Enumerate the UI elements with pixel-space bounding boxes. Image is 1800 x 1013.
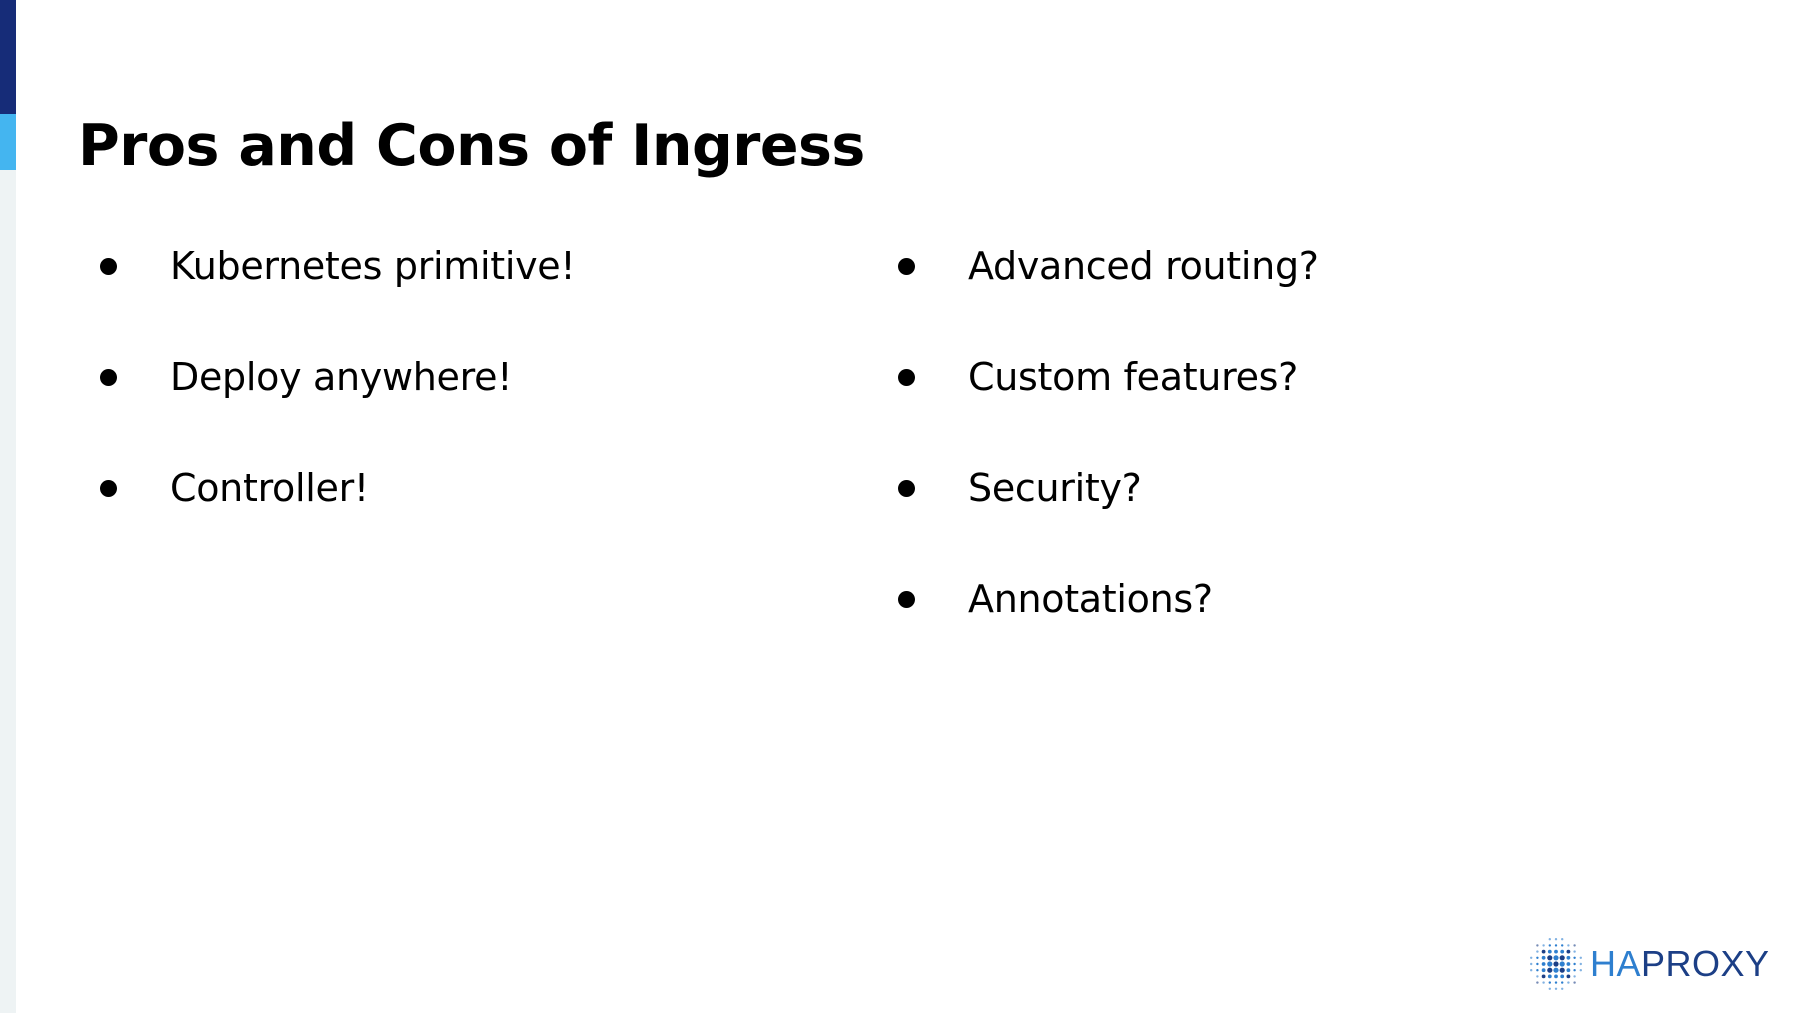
pros-item-text: Controller! xyxy=(170,466,369,510)
logo-dot xyxy=(1547,961,1553,967)
slide-title: Pros and Cons of Ingress xyxy=(78,113,865,179)
bullet-icon xyxy=(100,258,117,275)
cons-list: Advanced routing? Custom features? Secur… xyxy=(898,228,1319,672)
logo-dot xyxy=(1573,962,1576,966)
logo-dot xyxy=(1547,955,1553,961)
logo-wordmark-accent: HA xyxy=(1590,943,1642,984)
bullet-icon xyxy=(898,591,915,608)
cons-list-item: Custom features? xyxy=(898,339,1319,450)
haproxy-logo: HAPROXY xyxy=(1526,934,1770,994)
logo-dot xyxy=(1566,962,1571,966)
accent-bar-dark-segment xyxy=(0,0,16,114)
logo-dot xyxy=(1553,955,1559,961)
logo-dot xyxy=(1559,955,1565,961)
logo-dot xyxy=(1541,955,1546,960)
logo-dot xyxy=(1536,950,1539,953)
logo-dot xyxy=(1566,974,1571,979)
logo-dot xyxy=(1579,962,1582,966)
logo-dot xyxy=(1560,974,1565,979)
logo-dot xyxy=(1567,981,1570,984)
pros-list-item: Kubernetes primitive! xyxy=(100,228,576,339)
logo-dot xyxy=(1573,981,1576,984)
haproxy-logo-icon xyxy=(1530,938,1582,990)
logo-dot xyxy=(1560,949,1565,954)
pros-item-text: Deploy anywhere! xyxy=(170,355,513,399)
logo-dot xyxy=(1553,967,1559,973)
logo-wordmark-main: PROXY xyxy=(1641,943,1770,984)
logo-dot xyxy=(1547,974,1552,979)
logo-dot xyxy=(1573,950,1576,953)
logo-dot xyxy=(1554,944,1558,947)
logo-dot xyxy=(1536,944,1539,947)
logo-dot xyxy=(1561,944,1564,947)
bullet-icon xyxy=(898,258,915,275)
logo-dot xyxy=(1548,987,1551,990)
logo-dot xyxy=(1541,974,1546,979)
accent-bar-light-segment xyxy=(0,114,16,170)
logo-dot xyxy=(1541,968,1546,973)
logo-dot xyxy=(1554,981,1558,984)
logo-dot xyxy=(1548,938,1551,941)
logo-dot xyxy=(1566,949,1571,954)
pros-list: Kubernetes primitive! Deploy anywhere! C… xyxy=(100,228,576,561)
pros-item-text: Kubernetes primitive! xyxy=(170,244,576,288)
logo-dot xyxy=(1554,974,1558,979)
bullet-icon xyxy=(100,369,117,386)
logo-dot xyxy=(1536,981,1539,984)
logo-dot xyxy=(1561,987,1564,990)
logo-dot xyxy=(1542,944,1545,947)
logo-wordmark: HAPROXY xyxy=(1590,934,1770,994)
logo-dot xyxy=(1536,956,1539,959)
logo-dot xyxy=(1567,944,1570,947)
logo-dot xyxy=(1541,962,1546,966)
logo-dot xyxy=(1530,956,1533,959)
logo-dot xyxy=(1561,938,1564,941)
bullet-icon xyxy=(898,480,915,497)
logo-dot xyxy=(1566,968,1571,973)
pros-list-item: Controller! xyxy=(100,450,575,561)
cons-item-text: Advanced routing? xyxy=(968,244,1319,288)
logo-dot xyxy=(1554,949,1558,954)
logo-dot xyxy=(1559,967,1565,973)
logo-dot xyxy=(1573,975,1576,978)
logo-dot xyxy=(1548,981,1551,984)
logo-dot xyxy=(1573,944,1576,947)
cons-item-text: Annotations? xyxy=(968,577,1213,621)
accent-bar xyxy=(0,0,16,1013)
logo-dot xyxy=(1547,949,1552,954)
logo-dot xyxy=(1548,944,1551,947)
logo-dot xyxy=(1553,961,1559,967)
logo-dot xyxy=(1579,956,1582,959)
logo-dot xyxy=(1579,969,1582,972)
logo-dot xyxy=(1541,949,1546,954)
logo-dot xyxy=(1554,938,1558,941)
logo-dot xyxy=(1536,969,1539,972)
logo-dot xyxy=(1559,961,1565,967)
cons-list-item: Advanced routing? xyxy=(898,228,1319,339)
pros-list-item: Deploy anywhere! xyxy=(100,339,575,450)
logo-dot xyxy=(1530,969,1533,972)
logo-dot xyxy=(1536,975,1539,978)
cons-list-item: Security? xyxy=(898,450,1319,561)
cons-item-text: Custom features? xyxy=(968,355,1299,399)
cons-item-text: Security? xyxy=(968,466,1142,510)
logo-dot xyxy=(1554,987,1558,990)
logo-dot xyxy=(1542,981,1545,984)
logo-dot xyxy=(1547,967,1553,973)
logo-dot xyxy=(1566,955,1571,960)
logo-dot xyxy=(1536,962,1539,966)
logo-dot xyxy=(1573,956,1576,959)
cons-list-item: Annotations? xyxy=(898,561,1319,672)
logo-dot xyxy=(1573,969,1576,972)
logo-dot xyxy=(1530,962,1533,966)
logo-dot xyxy=(1561,981,1564,984)
bullet-icon xyxy=(898,369,915,386)
bullet-icon xyxy=(100,480,117,497)
